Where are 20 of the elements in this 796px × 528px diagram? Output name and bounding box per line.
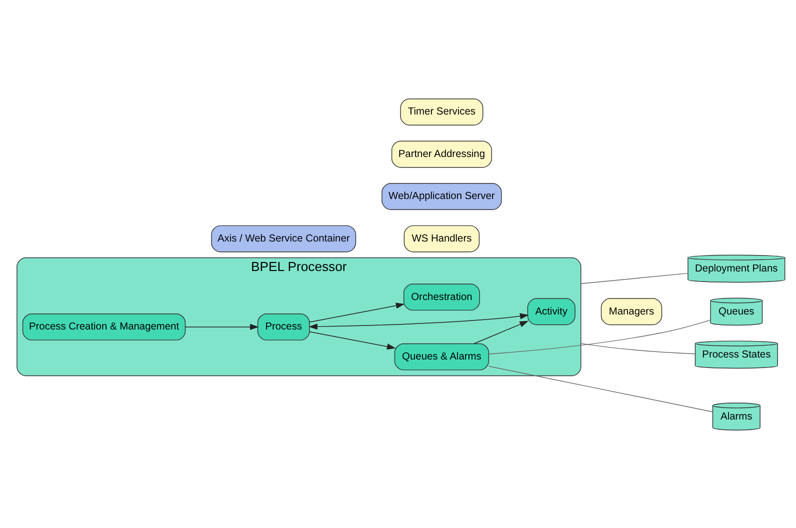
node-box: WS Handlers [404, 224, 480, 252]
arrow [185, 323, 259, 330]
node-box: Web/Application Server [382, 182, 502, 210]
node-box: Partner Addressing [391, 140, 492, 168]
node-box: Timer Services [400, 98, 484, 125]
node-box: Axis / Web Service Container [211, 224, 356, 252]
arrow [474, 320, 528, 344]
arrow [309, 302, 405, 322]
connector [580, 272, 688, 284]
node-box: Process Creation & Management [22, 312, 186, 340]
connector [580, 342, 696, 354]
node-box: Queues & Alarms [394, 342, 490, 370]
connector [488, 319, 711, 354]
node-box: Managers [600, 298, 662, 325]
node-box: Process [257, 312, 310, 340]
arrow [309, 330, 396, 350]
node-box: Orchestration [403, 283, 480, 310]
connector [488, 365, 714, 412]
node-box: Activity [527, 298, 576, 325]
arrow [308, 312, 529, 330]
